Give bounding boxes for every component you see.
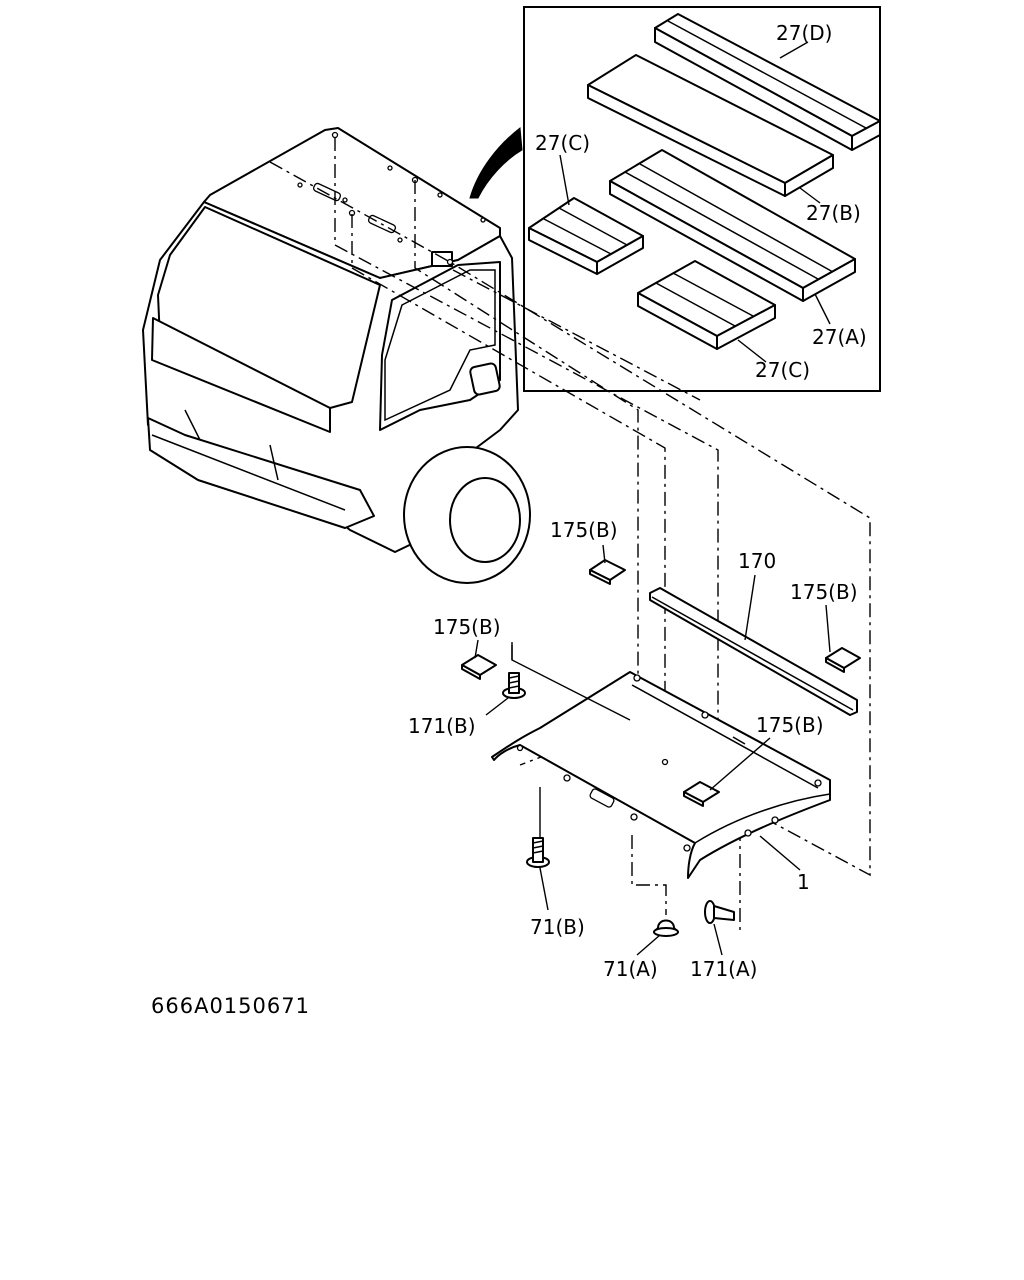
detail-callout-arrow <box>469 127 523 199</box>
pad-27b <box>587 54 834 197</box>
label-27c-top: 27(C) <box>535 131 590 155</box>
label-71a: 71(A) <box>603 957 658 981</box>
strip-part-170 <box>649 587 858 716</box>
roof-liner-part-1 <box>491 671 831 879</box>
diagram-code: 666A0150671 <box>151 994 310 1018</box>
label-leaders <box>474 544 831 956</box>
label-175b-top: 175(B) <box>550 518 618 542</box>
truck-cab-illustration <box>142 127 531 584</box>
fasteners <box>502 672 735 937</box>
pad-175b-items <box>461 559 861 807</box>
pad-27a <box>609 149 856 302</box>
label-175b-right: 175(B) <box>790 580 858 604</box>
label-175b-mid: 175(B) <box>756 713 824 737</box>
label-170: 170 <box>738 549 776 573</box>
pad-27c-bottom <box>637 260 776 350</box>
label-171a: 171(A) <box>690 957 757 981</box>
part-labels: 27(D) 27(C) 27(B) 27(A) 27(C) 175(B) 170… <box>151 21 867 1018</box>
pad-27d <box>654 13 881 151</box>
label-27d: 27(D) <box>776 21 832 45</box>
label-171b: 171(B) <box>408 714 476 738</box>
label-1: 1 <box>797 870 810 894</box>
label-27a: 27(A) <box>812 325 867 349</box>
pad-27c-top <box>528 197 644 275</box>
label-27b: 27(B) <box>806 201 861 225</box>
label-175b-left: 175(B) <box>433 615 501 639</box>
label-71b: 71(B) <box>530 915 585 939</box>
detail-inset <box>523 6 881 392</box>
label-27c-bottom: 27(C) <box>755 358 810 382</box>
